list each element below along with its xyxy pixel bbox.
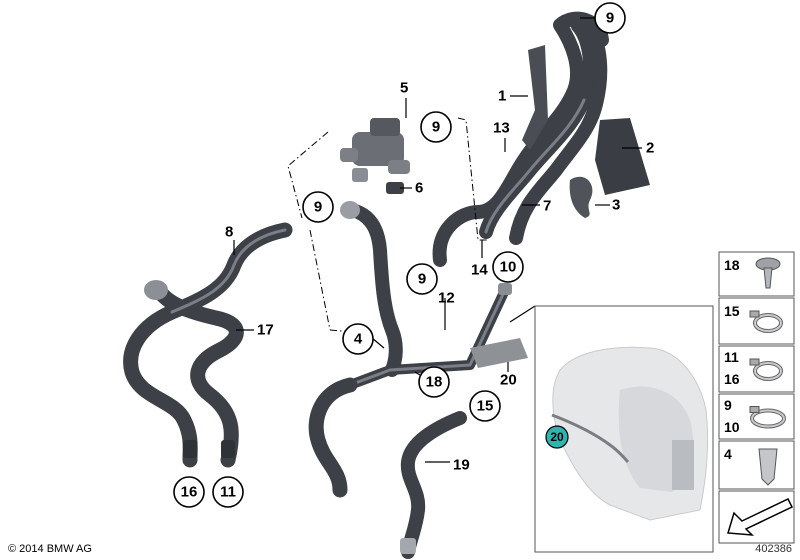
part-label-7[interactable]: 7: [543, 198, 551, 215]
copyright-text: © 2014 BMW AG: [8, 543, 92, 555]
callout-number: 9: [432, 119, 440, 136]
spring-band-clamp-large-icon: [749, 406, 786, 429]
callout-circle: [418, 366, 450, 398]
callout-number: 15: [477, 398, 494, 415]
part-label-19[interactable]: 19: [453, 457, 470, 474]
callout-circle: [173, 476, 205, 508]
document-number: 402386: [755, 543, 792, 555]
highlight-callout-20[interactable]: 20: [545, 425, 569, 449]
part-label-3[interactable]: 3: [612, 197, 620, 214]
part-label-6[interactable]: 6: [415, 180, 423, 197]
callout-circle: [342, 323, 374, 355]
callout-9-low[interactable]: 9: [406, 263, 438, 295]
legend-box: [718, 251, 795, 297]
clip-3: [569, 176, 593, 218]
callout-4[interactable]: 4: [342, 323, 374, 355]
pad-20: [470, 338, 528, 368]
callout-number: 10: [500, 259, 517, 276]
callout-15[interactable]: 15: [469, 390, 501, 422]
expanding-nut-icon: [758, 448, 778, 486]
hose-end-16: [183, 440, 197, 458]
callout-9-left[interactable]: 9: [302, 191, 334, 223]
legend-number: 16: [724, 371, 740, 387]
legend-number: 4: [724, 446, 732, 462]
spring-band-clamp-small-icon: [749, 358, 783, 381]
part-label-14[interactable]: 14: [471, 262, 488, 279]
part-label-8[interactable]: 8: [225, 224, 233, 241]
callout-number: 16: [181, 484, 198, 501]
highlight-callout-label: 20: [550, 430, 564, 444]
legend-item-4[interactable]: 910: [718, 393, 795, 440]
pipe-end-12: [498, 283, 512, 295]
hose-end-8: [144, 280, 168, 300]
part-label-17[interactable]: 17: [257, 322, 274, 339]
part-label-5[interactable]: 5: [400, 80, 408, 97]
legend-number: 9: [724, 397, 732, 413]
bracket-2: [595, 118, 650, 195]
detail-inset: [509, 305, 714, 553]
part-label-1[interactable]: 1: [498, 88, 506, 105]
hose-end-19: [400, 538, 416, 554]
callout-circle: [212, 476, 244, 508]
callout-circle: [302, 191, 334, 223]
callout-18[interactable]: 18: [418, 366, 450, 398]
callout-number: 18: [426, 374, 443, 391]
legend-number: 15: [724, 303, 740, 319]
part-6: [386, 182, 404, 194]
spring-band-clamp-icon: [749, 310, 783, 333]
part-label-20[interactable]: 20: [500, 372, 517, 389]
hose-end-11: [221, 440, 235, 458]
legend-item-6[interactable]: [718, 490, 795, 544]
callout-circle: [469, 390, 501, 422]
legend-box: [718, 440, 795, 490]
callout-circle: [420, 111, 452, 143]
bracket-1: [522, 45, 548, 150]
callout-circle: [492, 251, 524, 283]
legend-number: 18: [724, 257, 740, 273]
callout-circle: [406, 263, 438, 295]
legend-number: 11: [724, 349, 739, 365]
callout-number: 9: [606, 10, 614, 27]
callout-number: 9: [418, 271, 426, 288]
callout-circle: [594, 2, 626, 34]
callout-number: 4: [354, 331, 363, 348]
leader-lines: [233, 17, 642, 463]
direction-arrow-icon: [727, 498, 794, 536]
legend-item-5[interactable]: 4: [718, 440, 795, 490]
callout-number: 9: [314, 199, 322, 216]
callout-number: 11: [220, 484, 236, 501]
hose-end-4: [340, 201, 360, 219]
callout-10[interactable]: 10: [492, 251, 524, 283]
callout-9-top[interactable]: 9: [594, 2, 626, 34]
legend-item-2[interactable]: 15: [718, 297, 795, 345]
legend-item-1[interactable]: 18: [718, 251, 795, 297]
legend-number: 10: [724, 419, 740, 435]
part-label-13[interactable]: 13: [493, 120, 510, 137]
callout-16[interactable]: 16: [173, 476, 205, 508]
callout-9-mid[interactable]: 9: [420, 111, 452, 143]
expanding-rivet-icon: [755, 257, 781, 289]
callout-11[interactable]: 11: [212, 476, 244, 508]
part-label-12[interactable]: 12: [438, 290, 455, 307]
part-label-2[interactable]: 2: [646, 140, 654, 157]
hose-illustration: [123, 11, 650, 559]
heater-valve-5: [340, 118, 410, 182]
